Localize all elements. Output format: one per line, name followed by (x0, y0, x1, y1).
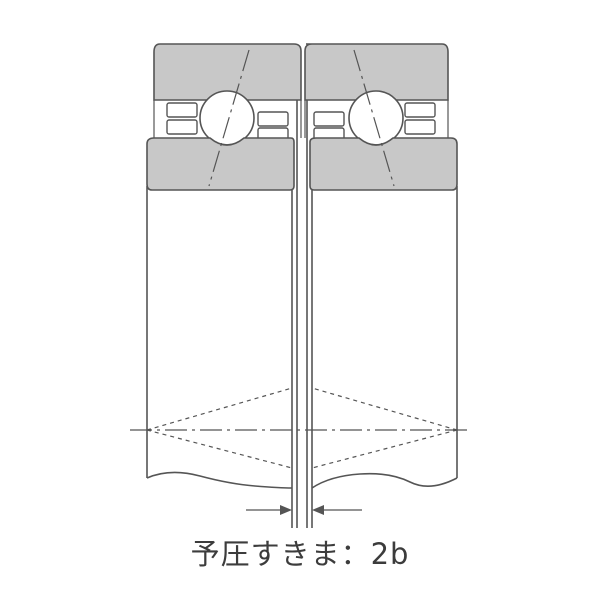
preload-caption: 予圧すきま：2b (190, 537, 410, 571)
load-lines (146, 387, 458, 469)
right-cage (313, 102, 436, 141)
left-cage (166, 102, 289, 141)
left-ball (199, 90, 255, 146)
gap-arrows (246, 505, 362, 515)
left-inner-ring (146, 137, 295, 191)
right-ball (348, 90, 404, 146)
right-inner-ring (309, 137, 458, 191)
